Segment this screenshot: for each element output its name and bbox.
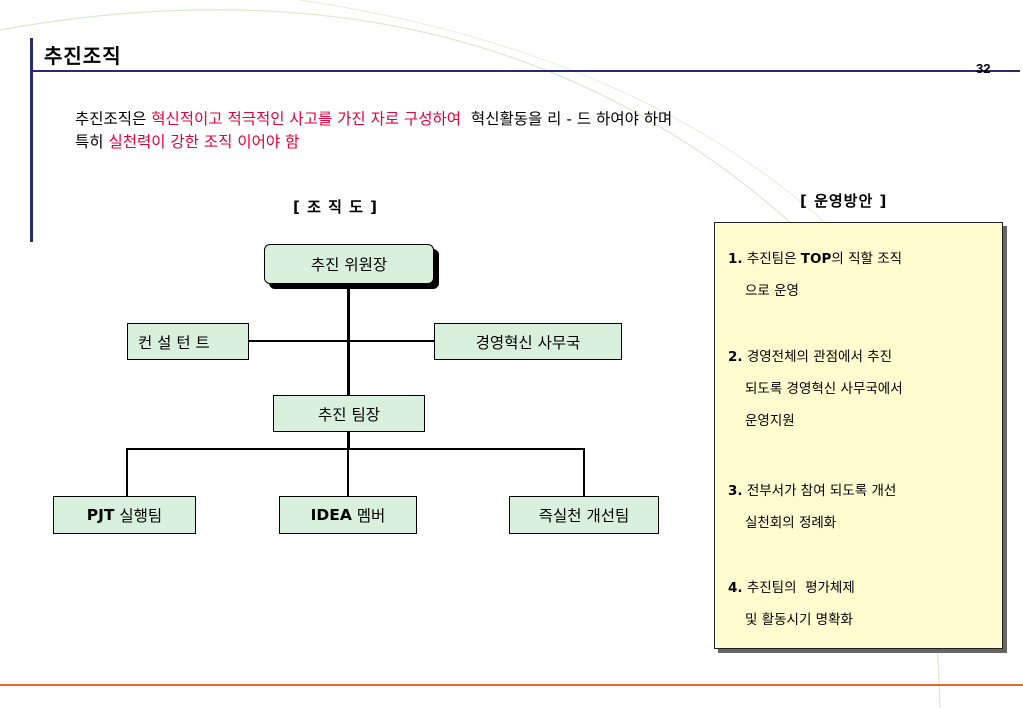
operation-item-1: 1. 추진팀은 TOP의 직할 조직 으로 운영 [728,243,902,307]
operation-item-2: 2. 경영전체의 관점에서 추진 되도록 경영혁신 사무국에서 운영지원 [728,341,903,437]
operation-label: [ 운영방안 ] [800,192,888,210]
operation-item-3: 3. 전부서가 참여 되도록 개선 실천회의 정례화 [728,475,896,539]
item2-num: 2. [728,349,743,365]
item3-line1: 전부서가 참여 되도록 개선 [742,483,897,499]
node-team-leader-label: 추진 팀장 [318,405,380,424]
intro-line2-highlight: 실천력이 강한 조직 이어야 함 [108,133,300,151]
connector-kaizen [583,448,585,496]
operation-item-4: 4. 추진팀의 평가체제 및 활동시기 명확화 [728,572,855,636]
connector-idea [347,448,349,496]
connector-pjt [126,448,128,496]
intro-text: 추진조직은 혁신적이고 적극적인 사고를 가진 자로 구성하여 혁신활동을 리 … [75,108,672,154]
item2-line3: 운영지원 [745,413,795,429]
node-idea-member: IDEA 멤버 [279,496,417,534]
operation-panel: 1. 추진팀은 TOP의 직할 조직 으로 운영 2. 경영전체의 관점에서 추… [714,222,1003,649]
item4-line1: 추진팀의 평가체제 [742,580,855,596]
item4-line2: 및 활동시기 명확화 [745,612,853,628]
node-idea-rest: 멤버 [351,507,386,525]
intro-line1-tail: 혁신활동을 리 - 드 하여야 하며 [461,110,673,128]
intro-line1-highlight: 혁신적이고 적극적인 사고를 가진 자로 구성하여 [151,110,462,128]
node-team-leader: 추진 팀장 [273,395,425,432]
node-innovation-office: 경영혁신 사무국 [434,323,622,360]
node-pjt-team: PJT 실행팀 [53,496,196,534]
bottom-rule [0,684,1023,686]
node-consultant-label: 컨 설 턴 트 [138,333,210,352]
node-kaizen-team: 즉실천 개선팀 [509,496,659,534]
item3-line2: 실천회의 정례화 [745,515,837,531]
slide-title: 추진조직 [44,44,122,68]
item1-bold: TOP [800,251,832,267]
node-consultant: 컨 설 턴 트 [127,323,249,360]
node-idea-bold: IDEA [310,506,352,524]
connector-vertical-bottom [347,432,350,449]
item1-pre: 추진팀은 [742,251,801,267]
org-chart-label: [ 조 직 도 ] [293,198,378,216]
node-committee-chair-label: 추진 위원장 [310,256,388,274]
item1-line2: 으로 운영 [745,283,799,299]
node-pjt-bold: PJT [86,506,115,524]
item3-num: 3. [728,483,743,499]
node-committee-chair: 추진 위원장 [264,244,434,284]
item4-num: 4. [728,580,743,596]
page-number: 32 [976,61,991,76]
intro-line-2: 특히 실천력이 강한 조직 이어야 함 [75,131,672,154]
intro-line-1: 추진조직은 혁신적이고 적극적인 사고를 가진 자로 구성하여 혁신활동을 리 … [75,108,672,131]
intro-line1-lead: 추진조직은 [75,110,152,128]
item2-line2: 되도록 경영혁신 사무국에서 [745,381,903,397]
left-accent-bar [30,38,33,242]
node-innovation-office-label: 경영혁신 사무국 [475,333,581,352]
connector-teams-horizontal [126,448,585,450]
connector-staff-horizontal [249,340,434,342]
node-pjt-rest: 실행팀 [114,507,163,525]
item1-post: 의 직할 조직 [831,251,903,267]
node-kaizen-team-label: 즉실천 개선팀 [538,507,630,525]
item2-line1: 경영전체의 관점에서 추진 [742,349,893,365]
intro-line2-lead: 특히 [75,133,109,151]
title-rule [30,70,1020,72]
item1-num: 1. [728,251,743,267]
